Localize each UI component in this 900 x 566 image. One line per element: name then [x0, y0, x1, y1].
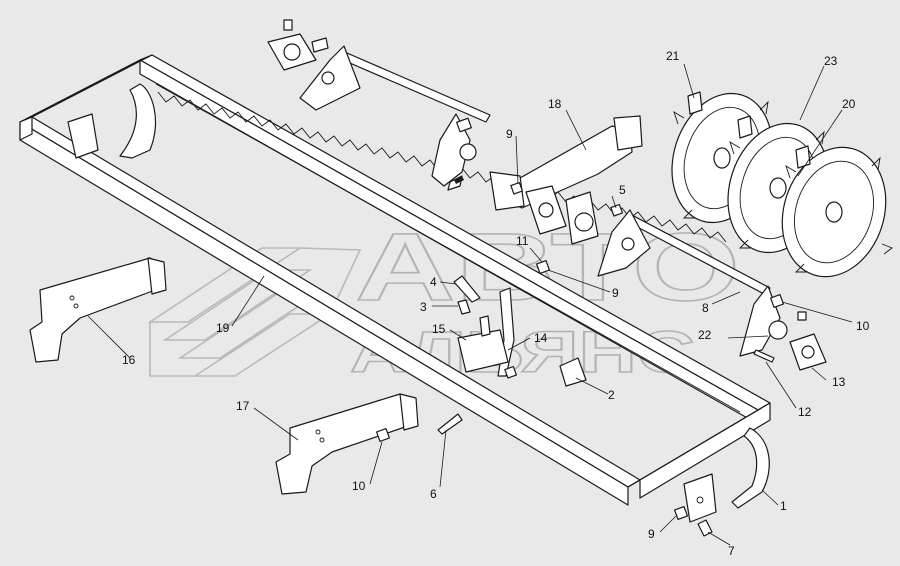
callout-4: 4 [430, 275, 437, 289]
roller-arm-upper-right [431, 113, 477, 191]
bearing-housing-top [267, 19, 317, 71]
callout-19: 19 [216, 321, 230, 335]
nut-11 [535, 259, 551, 275]
callout-18: 18 [548, 97, 562, 111]
bolt-15 [479, 315, 491, 337]
callout-16: 16 [122, 353, 136, 367]
callout-21: 21 [666, 49, 680, 63]
callout-7: 7 [728, 544, 735, 558]
main-frame [19, 54, 771, 506]
callout-labels: 1 2 3 4 5 6 7 8 9 9 9 10 10 11 12 13 14 … [122, 49, 870, 558]
callout-13: 13 [832, 375, 846, 389]
callout-12: 12 [798, 405, 812, 419]
roller-arm-top [299, 37, 361, 111]
roller-arm-middle [597, 209, 651, 277]
callout-9-middle: 9 [612, 286, 619, 300]
callout-3: 3 [420, 300, 427, 314]
nut-9-upper [510, 181, 524, 195]
callout-10-right: 10 [856, 319, 870, 333]
callout-14: 14 [534, 331, 548, 345]
spacer-bushings [687, 91, 811, 169]
callout-6: 6 [430, 487, 437, 501]
bearing-housing-middle [525, 185, 599, 245]
callout-5: 5 [619, 183, 626, 197]
callout-9-bottom: 9 [648, 527, 655, 541]
callout-9-top: 9 [506, 127, 513, 141]
bolt-7 [697, 519, 713, 537]
nut-14 [504, 365, 518, 379]
nut-10-lower [375, 427, 391, 443]
callout-17: 17 [236, 399, 250, 413]
disc-roller-3 [781, 146, 893, 278]
spring-tine [683, 427, 770, 523]
fasteners [375, 176, 785, 537]
nut-10-right [769, 293, 785, 309]
side-bracket-17 [275, 393, 419, 495]
callout-15: 15 [432, 322, 446, 336]
left-tine-bracket [67, 83, 157, 159]
callout-2: 2 [608, 388, 615, 402]
mount-plate [489, 115, 643, 211]
bearing-housing-bottom [789, 311, 827, 371]
pin-22 [454, 176, 464, 184]
bolt-3 [457, 299, 471, 315]
callout-1: 1 [780, 499, 787, 513]
bolt-4 [453, 275, 481, 303]
callout-20: 20 [842, 97, 856, 111]
callout-22: 22 [698, 328, 712, 342]
callout-8: 8 [702, 301, 709, 315]
side-bracket-16 [29, 257, 167, 363]
clamp-plate [559, 357, 587, 387]
leader-lines [87, 63, 853, 546]
bolt-6 [437, 413, 463, 435]
nut-9-lower [673, 505, 689, 521]
callout-23: 23 [824, 54, 838, 68]
tine-holder [457, 287, 515, 377]
callout-11: 11 [516, 234, 529, 248]
pin [753, 349, 775, 363]
callout-10-lower: 10 [352, 479, 366, 493]
